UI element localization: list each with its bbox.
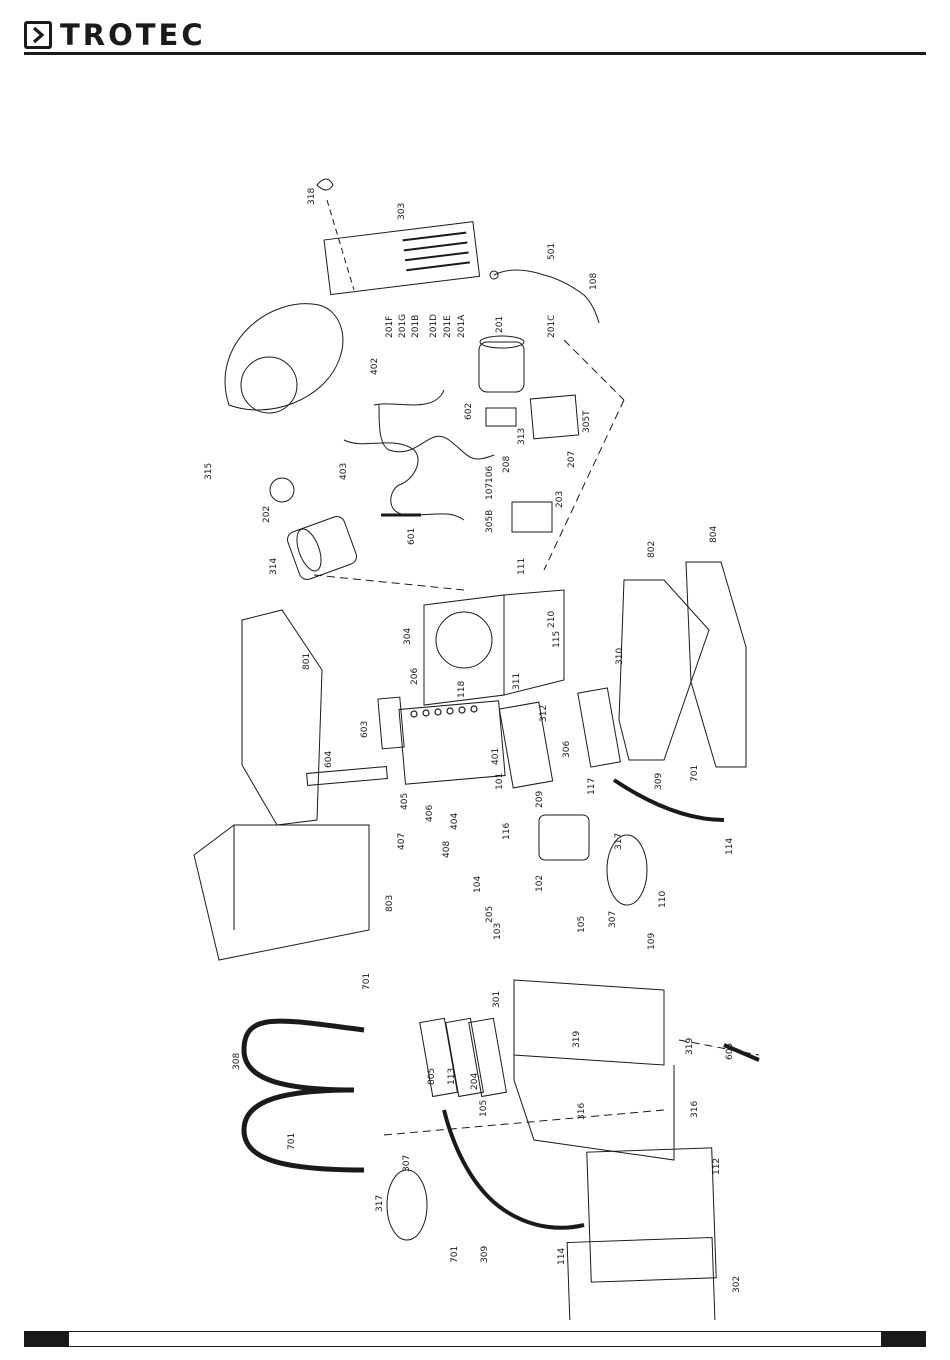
part-label: 311 bbox=[512, 673, 522, 690]
part-label: 107 bbox=[485, 483, 495, 500]
part-label: 309 bbox=[480, 1246, 490, 1263]
part-label: 314 bbox=[269, 558, 279, 575]
part-label: 201C bbox=[547, 315, 557, 338]
part-label: 114 bbox=[557, 1248, 567, 1265]
part-label: 210 bbox=[547, 611, 557, 628]
brand-name: TROTEC bbox=[60, 17, 206, 52]
part-label: 201D bbox=[429, 314, 439, 338]
part-label: 303 bbox=[397, 203, 407, 220]
trotec-logo: TROTEC bbox=[24, 18, 206, 52]
part-label: 203 bbox=[555, 491, 565, 508]
part-label: 701 bbox=[450, 1246, 460, 1263]
part-label: 117 bbox=[587, 778, 597, 795]
part-label: 113 bbox=[447, 1068, 457, 1085]
part-label: 804 bbox=[709, 526, 719, 543]
part-label: 406 bbox=[425, 805, 435, 822]
part-label: 802 bbox=[647, 541, 657, 558]
part-label: 204 bbox=[470, 1073, 480, 1090]
part-label: 118 bbox=[457, 681, 467, 698]
part-label: 317 bbox=[375, 1195, 385, 1212]
footer-bar bbox=[24, 1331, 926, 1347]
part-label: 317 bbox=[614, 833, 624, 850]
part-label: 106 bbox=[485, 466, 495, 483]
part-label: 207 bbox=[567, 451, 577, 468]
part-label: 101 bbox=[495, 773, 505, 790]
part-label: 209 bbox=[535, 791, 545, 808]
part-label: 104 bbox=[473, 876, 483, 893]
part-label: 205 bbox=[485, 906, 495, 923]
part-label: 202 bbox=[262, 506, 272, 523]
part-label: 115 bbox=[552, 631, 562, 648]
part-label: 201A bbox=[457, 314, 467, 338]
part-label: 319 bbox=[685, 1038, 695, 1055]
part-label: 319 bbox=[572, 1031, 582, 1048]
part-label: 604 bbox=[324, 751, 334, 768]
part-label: 701 bbox=[690, 765, 700, 782]
part-label: 803 bbox=[385, 895, 395, 912]
exploded-parts-diagram: 318 303 501 108 201F 201G 201B 201D 201E… bbox=[24, 150, 924, 1320]
part-label: 602 bbox=[464, 403, 474, 420]
part-label: 109 bbox=[647, 933, 657, 950]
part-label: 601 bbox=[407, 528, 417, 545]
part-label: 201G bbox=[398, 314, 408, 338]
part-label: 309 bbox=[654, 773, 664, 790]
part-label: 401 bbox=[491, 748, 501, 765]
part-label: 201F bbox=[385, 316, 395, 338]
part-label: 312 bbox=[539, 705, 549, 722]
part-label: 116 bbox=[502, 823, 512, 840]
part-label: 605 bbox=[725, 1043, 735, 1060]
part-label: 105 bbox=[577, 916, 587, 933]
part-label: 701 bbox=[287, 1133, 297, 1150]
part-label: 801 bbox=[302, 653, 312, 670]
part-label: 402 bbox=[370, 358, 380, 375]
part-label: 305B bbox=[485, 510, 495, 533]
part-label: 307 bbox=[608, 911, 618, 928]
part-label: 103 bbox=[493, 923, 503, 940]
part-label: 313 bbox=[517, 428, 527, 445]
part-label: 108 bbox=[589, 273, 599, 290]
part-303-panel bbox=[323, 221, 481, 296]
part-label: 206 bbox=[410, 668, 420, 685]
part-label: 105 bbox=[479, 1100, 489, 1117]
part-label: 310 bbox=[615, 648, 625, 665]
part-label: 316 bbox=[577, 1103, 587, 1120]
part-label: 404 bbox=[450, 813, 460, 830]
part-label: 306 bbox=[562, 741, 572, 758]
part-label: 701 bbox=[362, 973, 372, 990]
part-label: 111 bbox=[517, 558, 527, 575]
header-rule bbox=[24, 52, 926, 55]
part-label: 405 bbox=[400, 793, 410, 810]
part-label: 315 bbox=[204, 463, 214, 480]
part-label: 110 bbox=[658, 891, 668, 908]
part-label: 318 bbox=[307, 188, 317, 205]
part-label: 201B bbox=[411, 315, 421, 338]
footer-right-block bbox=[881, 1332, 925, 1346]
part-label: 201E bbox=[443, 315, 453, 338]
part-label: 501 bbox=[547, 243, 557, 260]
part-label: 112 bbox=[712, 1158, 722, 1175]
part-label: 304 bbox=[403, 628, 413, 645]
part-label: 308 bbox=[232, 1053, 242, 1070]
part-label: 603 bbox=[360, 721, 370, 738]
part-label: 408 bbox=[442, 841, 452, 858]
footer-left-block bbox=[25, 1332, 69, 1346]
part-label: 407 bbox=[397, 833, 407, 850]
part-label: 302 bbox=[732, 1276, 742, 1293]
part-label: 208 bbox=[502, 456, 512, 473]
part-label: 403 bbox=[339, 463, 349, 480]
chevron-icon bbox=[24, 21, 52, 49]
part-label: 805 bbox=[427, 1068, 437, 1085]
part-label: 102 bbox=[535, 875, 545, 892]
part-label: 201 bbox=[495, 316, 505, 333]
part-label: 301 bbox=[492, 991, 502, 1008]
part-label: 307 bbox=[402, 1155, 412, 1172]
part-label: 305T bbox=[582, 410, 592, 433]
part-label: 114 bbox=[725, 838, 735, 855]
part-label: 316 bbox=[690, 1101, 700, 1118]
